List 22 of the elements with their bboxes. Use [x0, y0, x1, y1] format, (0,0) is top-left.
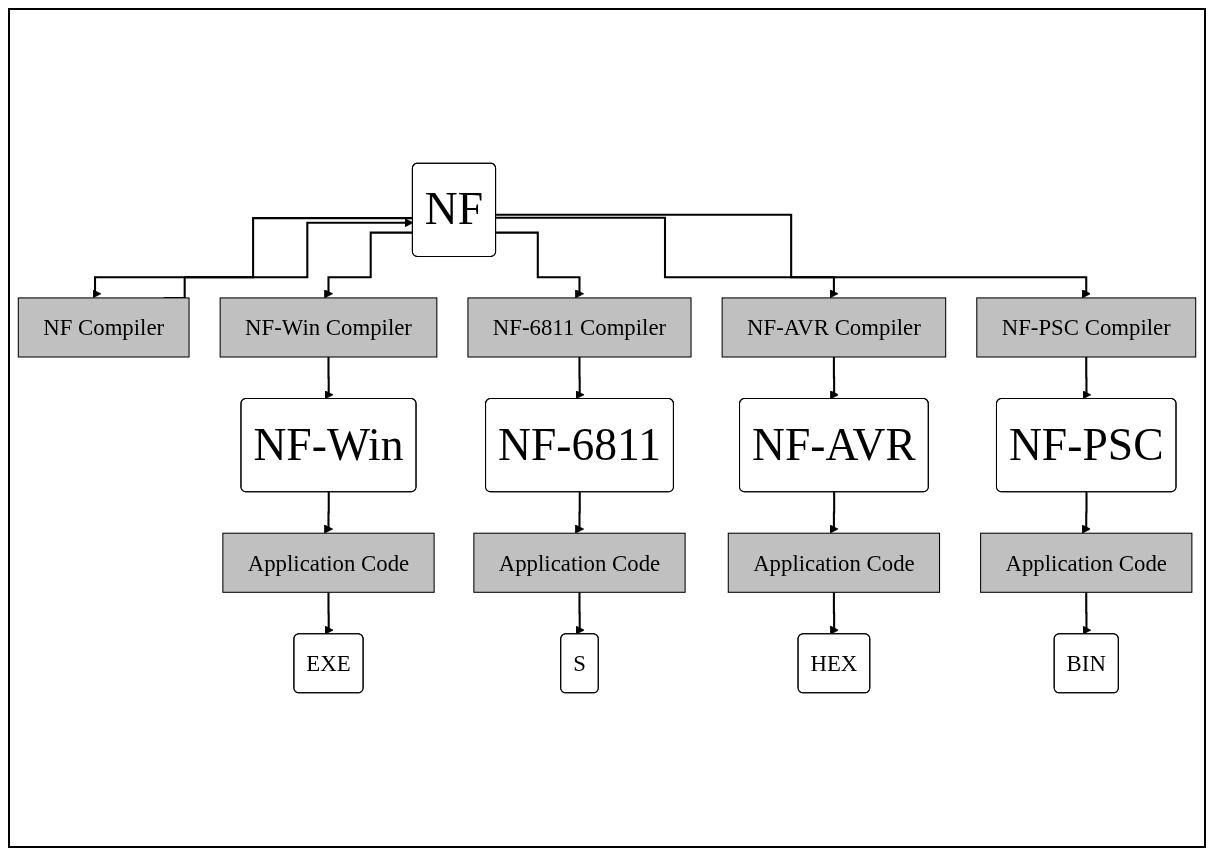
- node-box: Application Code: [727, 532, 941, 593]
- arrow: [575, 591, 585, 635]
- arrow: [324, 591, 334, 635]
- node-box: NF-PSC Compiler: [976, 297, 1197, 358]
- arrow: [496, 213, 1091, 299]
- arrow: [574, 491, 585, 534]
- node-box: NF-AVR Compiler: [721, 297, 947, 358]
- node-box: Application Code: [222, 532, 435, 593]
- node-box: NF-Win Compiler: [219, 297, 438, 358]
- node-box: Application Code: [980, 532, 1193, 593]
- node-box: NF Compiler: [17, 297, 190, 358]
- arrow: [323, 231, 413, 299]
- arrow: [1081, 491, 1091, 534]
- arrow: [1082, 591, 1092, 635]
- arrow: [92, 217, 413, 299]
- arrow: [496, 231, 585, 299]
- arrow: [323, 491, 334, 534]
- arrow: [829, 591, 839, 635]
- node-box: NF-6811 Compiler: [467, 297, 692, 358]
- arrow: [829, 491, 839, 534]
- arrow: [496, 216, 839, 299]
- node-box: Application Code: [473, 532, 686, 593]
